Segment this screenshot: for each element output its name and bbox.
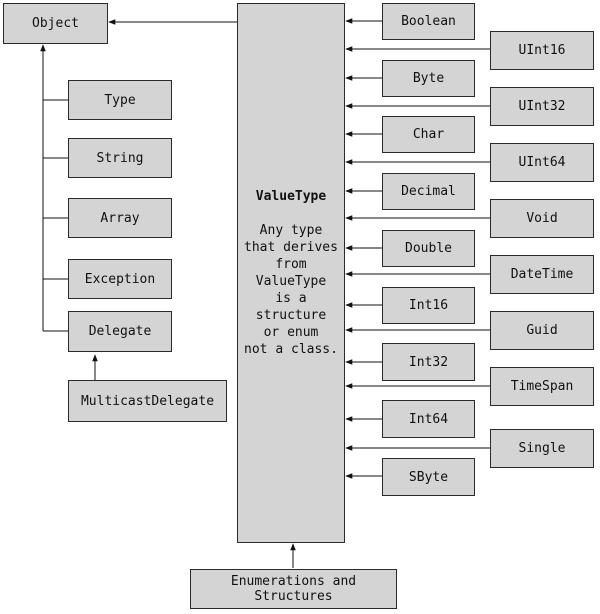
byte-box: Byte [382,60,475,97]
single-box: Single [490,429,594,468]
boolean-box: Boolean [382,3,475,40]
object-box: Object [3,3,108,44]
valuetype-description: Any type that derives from ValueType is … [244,223,338,357]
double-box: Double [382,230,475,267]
guid-box: Guid [490,311,594,350]
timespan-box: TimeSpan [490,367,594,406]
uint16-box: UInt16 [490,31,594,70]
delegate-box: Delegate [68,311,172,352]
int64-box: Int64 [382,400,475,438]
uint64-box: UInt64 [490,143,594,182]
datetime-box: DateTime [490,255,594,294]
array-box: Array [68,198,172,238]
int16-box: Int16 [382,287,475,324]
string-box: String [68,138,172,178]
exception-box: Exception [68,259,172,299]
multicast-delegate-box: MulticastDelegate [68,380,227,422]
sbyte-box: SByte [382,458,475,496]
enums-structs-box: Enumerations and Structures [190,569,397,609]
int32-box: Int32 [382,343,475,381]
decimal-box: Decimal [382,173,475,210]
char-box: Char [382,116,475,153]
void-box: Void [490,199,594,238]
valuetype-title: ValueType [255,189,327,204]
type-box: Type [68,80,172,120]
uint32-box: UInt32 [490,87,594,126]
valuetype-box: ValueType Any type that derives from Val… [237,3,345,543]
